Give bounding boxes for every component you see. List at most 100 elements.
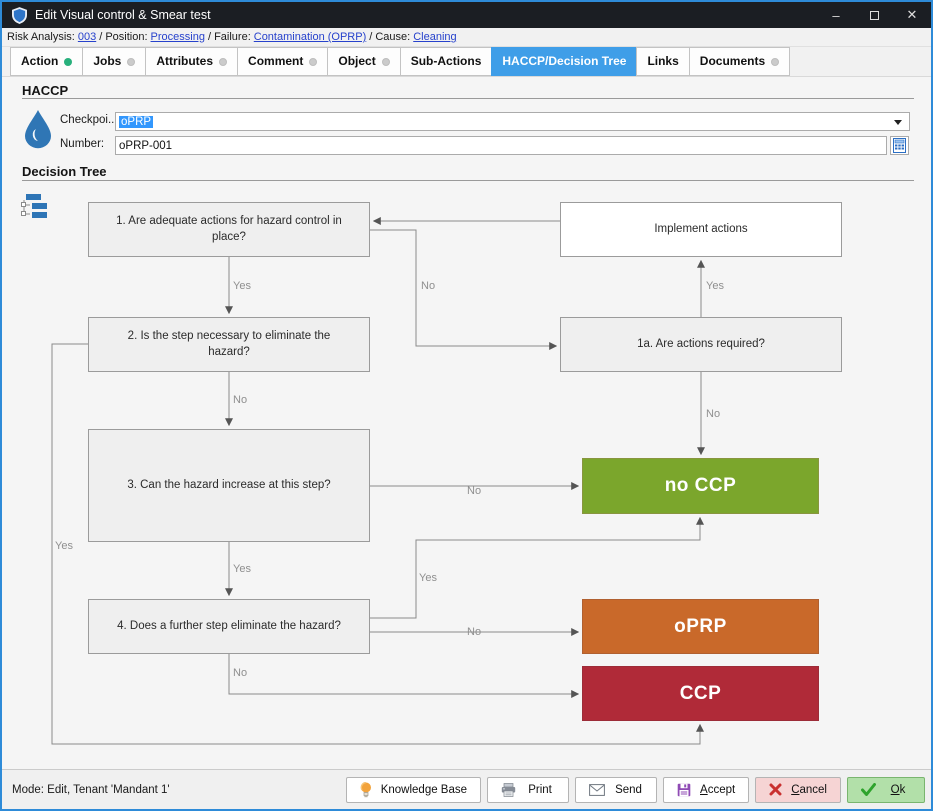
printer-icon bbox=[501, 782, 516, 797]
status-bar: Mode: Edit, Tenant 'Mandant 1' Knowledge… bbox=[2, 769, 931, 809]
edge-q1-no-to-q1a bbox=[370, 229, 558, 350]
breadcrumb-link-cause[interactable]: Cleaning bbox=[413, 31, 457, 43]
maximize-button[interactable] bbox=[855, 2, 893, 28]
status-dot-gray-icon bbox=[127, 57, 136, 66]
number-input[interactable] bbox=[115, 136, 887, 155]
node-q1[interactable]: 1. Are adequate actions for hazard contr… bbox=[88, 202, 370, 257]
title-bar: Edit Visual control & Smear test – ✕ bbox=[2, 2, 931, 28]
ok-button[interactable]: Ok bbox=[847, 776, 925, 803]
button-label: Send bbox=[615, 783, 642, 796]
edge-label-q4-no-right: No bbox=[467, 626, 482, 638]
edge-label-q1a-yes: Yes bbox=[706, 280, 724, 292]
status-dot-gray-icon bbox=[381, 57, 390, 66]
envelope-icon bbox=[589, 783, 605, 796]
tab-jobs[interactable]: Jobs bbox=[82, 47, 147, 76]
status-dot-gray-icon bbox=[309, 57, 318, 66]
edge-label-q3-yes: Yes bbox=[233, 563, 251, 575]
node-q2[interactable]: 2. Is the step necessary to eliminate th… bbox=[88, 317, 370, 372]
tab-documents[interactable]: Documents bbox=[688, 47, 791, 76]
tab-bar: Action Jobs Attributes Comment Object Su… bbox=[2, 47, 931, 77]
send-button[interactable]: Send bbox=[575, 776, 658, 803]
calculator-icon bbox=[893, 138, 906, 153]
lightbulb-icon bbox=[360, 781, 371, 797]
tab-label: Comment bbox=[248, 54, 304, 68]
tab-label: Links bbox=[647, 54, 679, 68]
edge-q2-yes-to-ccp bbox=[51, 343, 704, 745]
number-label: Number: bbox=[60, 138, 105, 150]
tab-action[interactable]: Action bbox=[10, 47, 84, 76]
edge-label-q1a-no: No bbox=[706, 408, 721, 420]
status-dot-gray-icon bbox=[771, 57, 780, 66]
node-q4[interactable]: 4. Does a further step eliminate the haz… bbox=[88, 599, 370, 654]
minimize-button[interactable]: – bbox=[832, 7, 840, 23]
edge-label-q4-no-bottom: No bbox=[233, 667, 248, 679]
breadcrumb: Risk Analysis: 003 / Position: Processin… bbox=[2, 28, 931, 47]
edge-label-q2-yes: Yes bbox=[55, 540, 73, 552]
breadcrumb-label: Risk Analysis: bbox=[7, 31, 75, 43]
edge-label-q1-yes: Yes bbox=[233, 280, 251, 292]
save-floppy-icon bbox=[677, 783, 691, 796]
breadcrumb-label: / Failure: bbox=[207, 31, 251, 43]
tab-haccp-decision-tree[interactable]: HACCP/Decision Tree bbox=[491, 47, 638, 76]
section-divider bbox=[22, 180, 914, 181]
breadcrumb-link-position[interactable]: Processing bbox=[150, 31, 205, 43]
node-q1a[interactable]: 1a. Are actions required? bbox=[560, 317, 842, 372]
tab-label: Documents bbox=[699, 54, 766, 68]
decision-tree-section-title: Decision Tree bbox=[22, 164, 107, 179]
node-oprp[interactable]: oPRP bbox=[582, 599, 819, 654]
cancel-button[interactable]: Cancel bbox=[755, 776, 841, 803]
edge-q4-yes-to-noccp bbox=[370, 516, 704, 619]
tab-links[interactable]: Links bbox=[636, 47, 690, 76]
button-label: Cancel bbox=[791, 783, 827, 796]
window-title: Edit Visual control & Smear test bbox=[35, 8, 211, 22]
tab-label: Jobs bbox=[93, 54, 122, 68]
tab-comment[interactable]: Comment bbox=[237, 47, 329, 76]
node-no-ccp[interactable]: no CCP bbox=[582, 458, 819, 514]
accept-button[interactable]: Accept bbox=[663, 776, 750, 803]
close-button[interactable]: ✕ bbox=[906, 7, 918, 22]
tab-label: Action bbox=[21, 54, 59, 68]
node-ccp[interactable]: CCP bbox=[582, 666, 819, 721]
water-drop-icon bbox=[24, 109, 52, 154]
edge-q4-no-to-ccp bbox=[228, 654, 580, 698]
knowledge-base-button[interactable]: Knowledge Base bbox=[345, 776, 482, 803]
maximize-icon bbox=[869, 10, 879, 20]
checkpoint-label: Checkpoi... bbox=[60, 114, 118, 126]
decision-tree-icon bbox=[20, 193, 50, 225]
breadcrumb-label: / Position: bbox=[99, 31, 148, 43]
haccp-section-title: HACCP bbox=[22, 83, 69, 98]
status-dot-gray-icon bbox=[219, 57, 228, 66]
tab-label: Sub-Actions bbox=[410, 54, 482, 68]
print-button[interactable]: Print bbox=[487, 776, 570, 803]
tab-label: Attributes bbox=[156, 54, 214, 68]
connector-lines bbox=[51, 217, 705, 745]
tab-sub-actions[interactable]: Sub-Actions bbox=[399, 47, 493, 76]
tab-object[interactable]: Object bbox=[327, 47, 401, 76]
tab-page-haccp: HACCP Checkpoi... oPRP Number: bbox=[2, 77, 931, 769]
mode-status-text: Mode: Edit, Tenant 'Mandant 1' bbox=[12, 783, 170, 796]
tab-attributes[interactable]: Attributes bbox=[145, 47, 239, 76]
checkpoint-selected-value: oPRP bbox=[119, 115, 154, 128]
breadcrumb-link-risk-analysis[interactable]: 003 bbox=[77, 31, 97, 43]
button-label: Ok bbox=[890, 783, 906, 796]
breadcrumb-label: / Cause: bbox=[369, 31, 411, 43]
node-implement-actions[interactable]: Implement actions bbox=[560, 202, 842, 257]
node-q3[interactable]: 3. Can the hazard increase at this step? bbox=[88, 429, 370, 542]
tab-label: HACCP/Decision Tree bbox=[502, 54, 627, 68]
button-label: Print bbox=[528, 783, 552, 796]
ok-check-icon bbox=[861, 783, 876, 796]
edge-label-q2-no: No bbox=[233, 394, 248, 406]
cancel-x-icon bbox=[769, 783, 782, 796]
breadcrumb-link-failure[interactable]: Contamination (OPRP) bbox=[253, 31, 367, 43]
section-divider bbox=[22, 98, 914, 99]
edge-label-q1-no: No bbox=[421, 280, 436, 292]
checkpoint-dropdown[interactable]: oPRP bbox=[115, 112, 910, 131]
edge-label-q3-no: No bbox=[467, 485, 482, 497]
button-label: Knowledge Base bbox=[380, 783, 468, 796]
button-label: Accept bbox=[700, 783, 736, 796]
chevron-down-icon bbox=[894, 120, 902, 125]
calculator-button[interactable] bbox=[890, 136, 909, 155]
edge-label-q4-yes: Yes bbox=[419, 572, 437, 584]
shield-icon bbox=[12, 6, 27, 24]
